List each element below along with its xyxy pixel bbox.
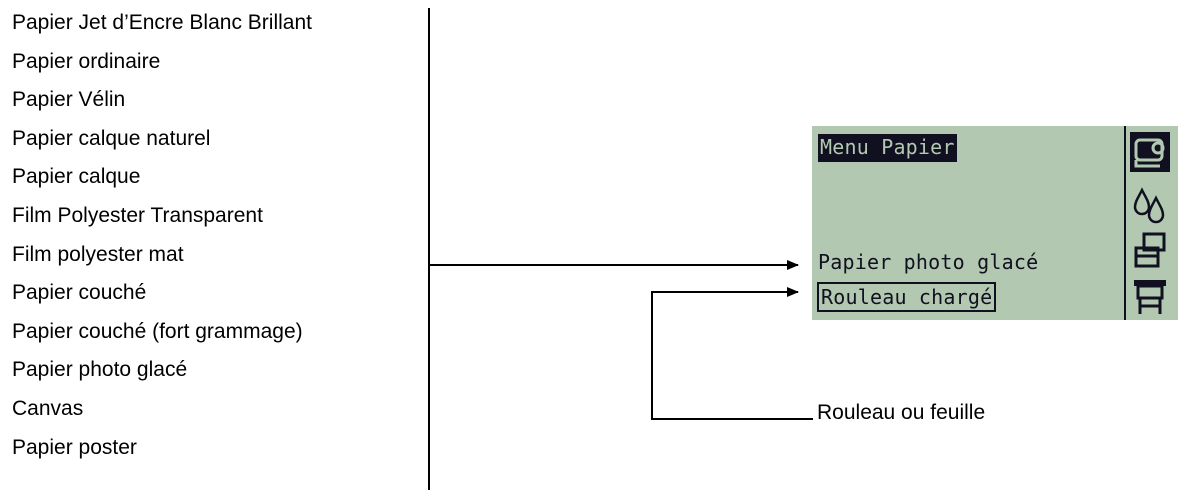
paper-type-item: Film Polyester Transparent [12,203,263,227]
selected-option[interactable]: Rouleau chargé [817,282,997,312]
ink-drops-icon[interactable] [1130,184,1170,224]
paper-type-item: Papier poster [12,435,137,459]
paper-type-item: Papier Vélin [12,88,126,112]
paper-type-list: Papier Jet d’Encre Blanc Brillant Papier… [12,4,312,467]
menu-title: Menu Papier [818,134,957,162]
media-type-value: Papier photo glacé [818,250,1039,274]
front-panel-display: Menu Papier Papier photo glacé Rouleau c… [812,126,1178,320]
paper-type-item: Papier couché [12,281,147,305]
paper-type-item: Papier calque [12,165,141,189]
icon-bar-divider [1124,126,1126,320]
paper-type-item: Papier couché (fort grammage) [12,319,303,343]
print-job-icon[interactable] [1130,230,1170,270]
paper-type-item: Papier Jet d’Encre Blanc Brillant [12,11,312,34]
roll-sheet-arrow [651,287,813,420]
roll-or-sheet-callout: Rouleau ou feuille [817,401,986,424]
paper-type-item: Papier photo glacé [12,358,188,382]
paper-type-item: Papier ordinaire [12,49,161,73]
printer-icon[interactable] [1130,276,1170,316]
paper-type-item: Canvas [12,396,84,420]
list-divider-line [428,8,430,490]
paper-type-item: Film polyester mat [12,242,184,266]
paper-type-item: Papier calque naturel [12,126,211,150]
paper-roll-icon[interactable] [1130,132,1170,172]
